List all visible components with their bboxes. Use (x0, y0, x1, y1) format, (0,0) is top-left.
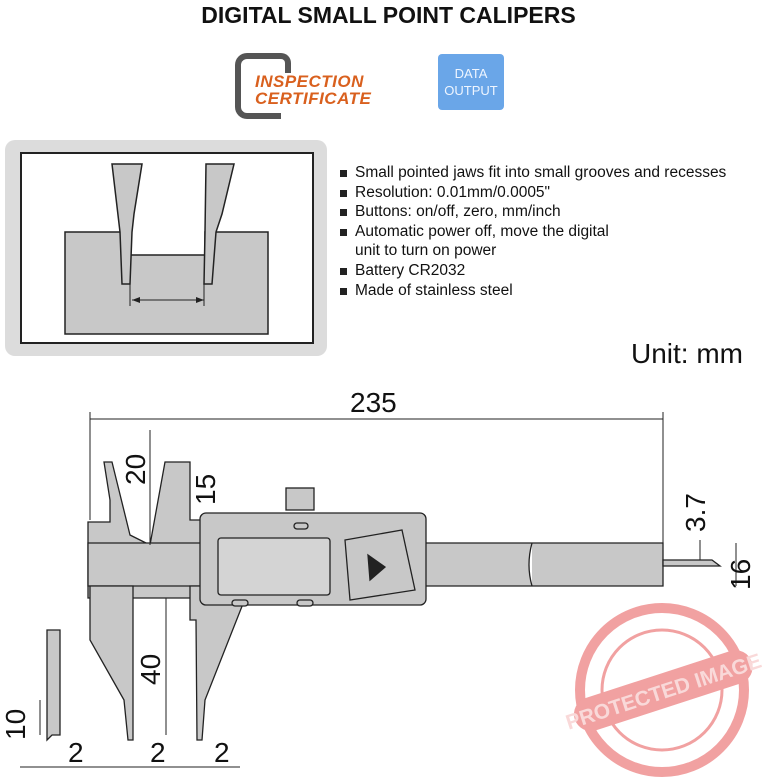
dim-tip-c: 2 (214, 737, 230, 768)
play-button-icon[interactable] (367, 553, 387, 582)
lower-fixed-jaw (89, 585, 134, 741)
badge-line: INSPECTION (255, 72, 364, 91)
dim-tip-thickness: 3.7 (680, 493, 711, 532)
feature-item: Buttons: on/off, zero, mm/inch (338, 202, 726, 222)
groove-measure-illustration (64, 163, 269, 335)
dim-jaw-lower: 40 (135, 654, 166, 685)
lcd-display (217, 537, 331, 596)
feature-item: Automatic power off, move the digital (338, 222, 726, 242)
right-jaw (203, 163, 235, 285)
groove-illustration-panel (5, 140, 327, 356)
inspection-certificate-badge: INSPECTION CERTIFICATE (233, 53, 409, 119)
certificate-frame-icon (235, 53, 291, 119)
feature-item: Made of stainless steel (338, 281, 726, 301)
dim-beam-width: 16 (725, 559, 756, 590)
depth-tip-detail (46, 629, 61, 742)
lower-slider-jaw (189, 585, 251, 741)
beam-break (528, 542, 533, 587)
dim-jaw-upper-inner: 15 (190, 474, 221, 505)
dim-tip-a: 2 (68, 737, 84, 768)
left-jaw (111, 163, 143, 285)
feature-item-continued: unit to turn on power (355, 242, 497, 260)
badge-line: CERTIFICATE (255, 89, 372, 108)
badge-line: OUTPUT (444, 83, 498, 98)
feature-item: Resolution: 0.01mm/0.0005" (338, 183, 726, 203)
dim-jaw-upper: 20 (120, 454, 151, 485)
dim-tip-b: 2 (150, 737, 166, 768)
badge-line: DATA (454, 66, 488, 81)
protected-image-watermark: PROTECTED IMAGE (563, 603, 764, 777)
dim-depth-tip: 10 (0, 709, 31, 740)
feature-item: Small pointed jaws fit into small groove… (338, 163, 726, 183)
page-title: DIGITAL SMALL POINT CALIPERS (201, 2, 576, 28)
thumb-wheel[interactable] (285, 487, 315, 511)
unit-label: Unit: mm (631, 338, 743, 369)
feature-item: Battery CR2032 (338, 261, 726, 281)
feature-list: Small pointed jaws fit into small groove… (338, 163, 726, 300)
depth-rod (662, 559, 722, 567)
data-output-badge: DATA OUTPUT (438, 54, 504, 110)
dim-length: 235 (350, 387, 397, 418)
